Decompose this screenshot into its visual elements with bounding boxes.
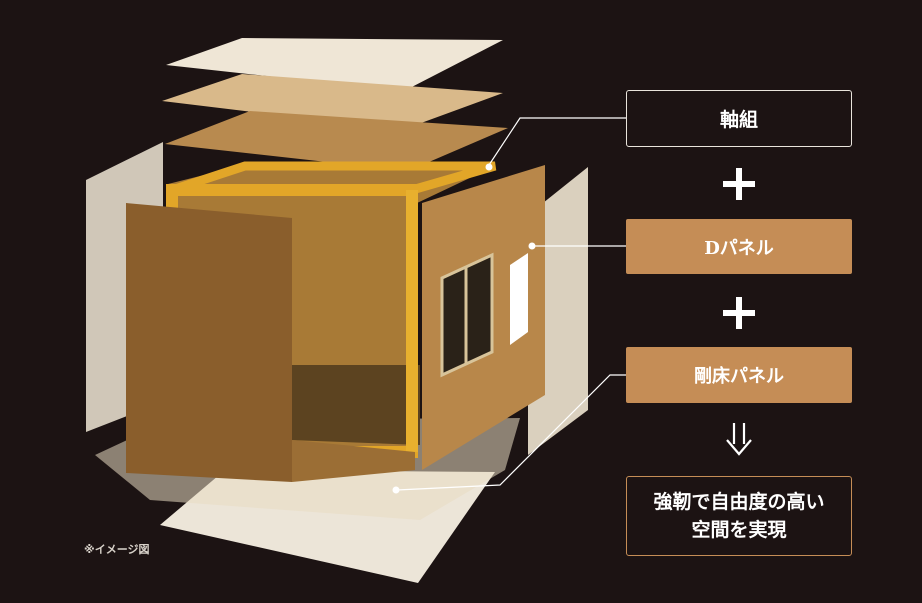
result-label-line2: 空間を実現 bbox=[691, 519, 787, 541]
front-wall-lower-panel bbox=[292, 440, 415, 482]
second-roof-plate bbox=[162, 74, 503, 130]
frame-label: 軸組 bbox=[719, 109, 758, 131]
floor-panel-label-box: 剛床パネル bbox=[626, 347, 852, 403]
result-label-line1: 強靭で自由度の高い bbox=[653, 490, 825, 513]
image-caption: ※イメージ図 bbox=[84, 543, 150, 556]
floor-panel-label: 剛床パネル bbox=[694, 366, 784, 387]
leader-line-floor bbox=[396, 374, 626, 491]
leader-line-frame bbox=[488, 117, 626, 166]
leader-dot-frame bbox=[485, 163, 493, 171]
double-down-arrow-icon bbox=[726, 423, 752, 456]
top-roof-plate bbox=[166, 38, 503, 91]
frame-label-box: 軸組 bbox=[626, 90, 852, 147]
result-label-box: 強靭で自由度の高い 空間を実現 bbox=[626, 476, 852, 556]
leader-dot-d-panel bbox=[528, 242, 536, 250]
frame-interior-floor bbox=[290, 365, 420, 445]
leader-dot-floor bbox=[392, 486, 400, 494]
d-panel-label: Dパネル bbox=[704, 237, 774, 259]
panel-window-opening bbox=[510, 253, 528, 345]
gold-frame-top bbox=[170, 161, 497, 195]
front-wall-panel bbox=[126, 203, 292, 482]
third-roof-plate bbox=[165, 111, 508, 171]
d-panel-label-box: Dパネル bbox=[626, 219, 852, 274]
